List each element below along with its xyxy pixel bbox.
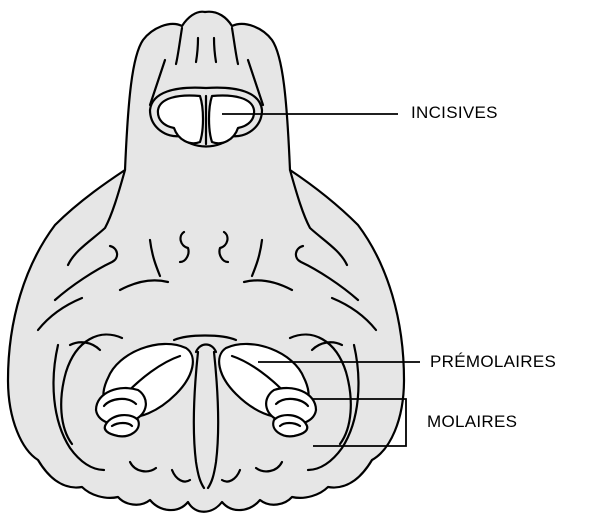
label-premolaires: PRÉMOLAIRES (430, 352, 556, 372)
label-molaires: MOLAIRES (427, 412, 517, 432)
label-incisives: INCISIVES (411, 103, 498, 123)
